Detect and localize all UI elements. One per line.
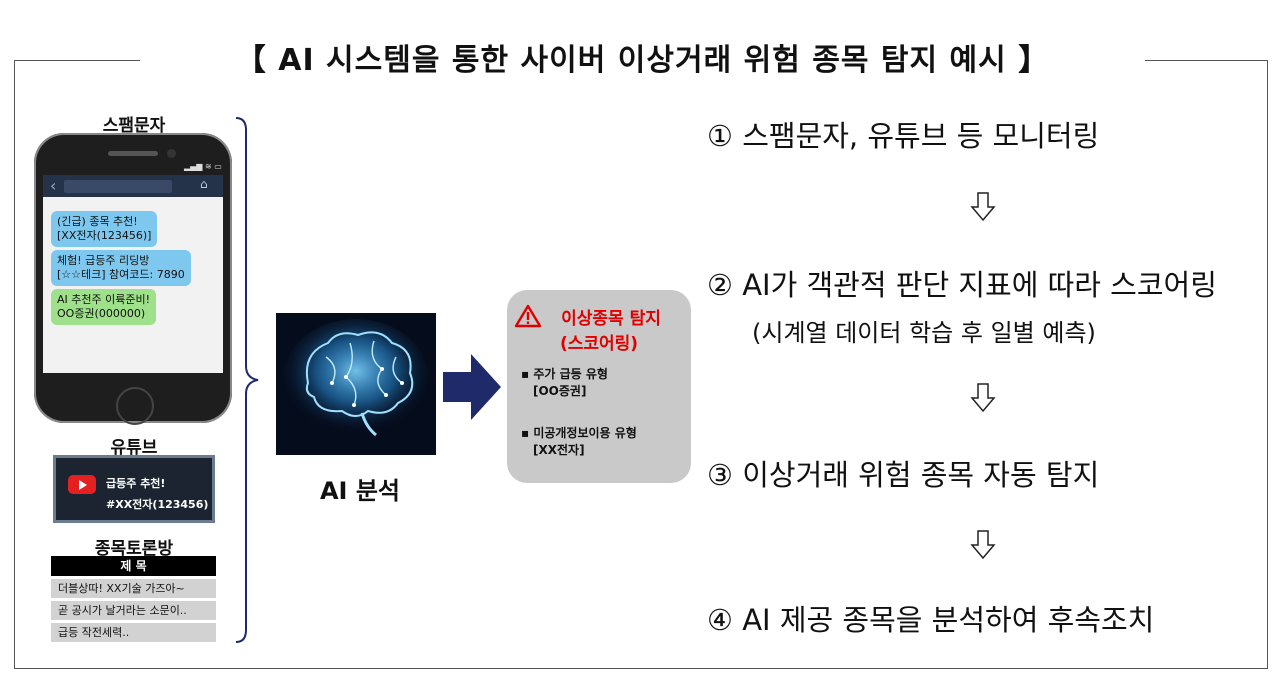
detection-item-example: [XX전자]	[533, 443, 585, 457]
phone-speaker	[108, 151, 158, 156]
sms-line: 체험! 급등주 리딩방	[57, 254, 150, 267]
detection-title: 이상종목 탐지	[561, 309, 661, 329]
step-1: ① 스팸문자, 유튜브 등 모니터링	[707, 119, 1100, 153]
phone-camera	[167, 149, 176, 158]
down-arrow-icon	[970, 383, 996, 413]
back-arrow-icon: ‹	[50, 176, 57, 195]
youtube-tag: #XX전자(123456)	[106, 498, 209, 511]
detection-item-example: [OO증권]	[533, 384, 587, 398]
forum-row: 더블상따! XX기술 가즈아~	[51, 579, 216, 598]
phone-mockup: ▂▄▆ ≋ ▭ ‹ ⌂ (긴급) 종목 추천! [XX전자(123456)] 체…	[34, 133, 232, 425]
ai-brain-image	[276, 313, 436, 455]
youtube-play-icon	[68, 475, 96, 494]
flow-arrow-icon	[443, 354, 501, 420]
down-arrow-icon	[970, 530, 996, 560]
down-arrow-icon	[970, 192, 996, 222]
detection-item: ▪ 주가 급등 유형 [OO증권]	[521, 367, 608, 398]
bracket-icon	[235, 117, 259, 643]
menu-icon: ⌂	[200, 177, 208, 191]
sms-line: AI 추천주 이륙준비!	[57, 293, 151, 306]
sms-line: [XX전자(123456)]	[57, 229, 152, 242]
forum-row: 급등 작전세력..	[51, 623, 216, 642]
sms-line: OO증권(000000)	[57, 307, 146, 320]
sms-bubble: (긴급) 종목 추천! [XX전자(123456)]	[51, 211, 158, 247]
sms-line: [☆☆테크] 참여코드: 7890	[57, 268, 185, 281]
youtube-label: 유튜브	[110, 438, 158, 458]
sender-bar	[64, 180, 172, 193]
step-4: ④ AI 제공 종목을 분석하여 후속조치	[707, 603, 1155, 637]
forum-row: 곧 공시가 날거라는 소문이..	[51, 601, 216, 620]
ai-analysis-label: AI 분석	[319, 477, 401, 505]
forum-label: 종목토론방	[94, 539, 174, 559]
brain-icon	[276, 313, 436, 455]
forum-header: 제 목	[51, 556, 216, 576]
detection-subtitle: (스코어링)	[559, 334, 639, 354]
step-3: ③ 이상거래 위험 종목 자동 탐지	[707, 458, 1100, 492]
warning-icon	[514, 304, 542, 328]
page-title: 【 AI 시스템을 통한 사이버 이상거래 위험 종목 탐지 예시 】	[140, 36, 1145, 86]
detection-item: ▪ 미공개정보이용 유형 [XX전자]	[521, 426, 637, 457]
signal-icon: ▂▄▆ ≋ ▭	[184, 162, 222, 171]
youtube-card: 급등주 추천! #XX전자(123456)	[53, 455, 215, 523]
detection-item-type: 미공개정보이용 유형	[533, 426, 637, 440]
home-button	[116, 387, 154, 425]
step-2: ② AI가 객관적 판단 지표에 따라 스코어링	[707, 268, 1217, 302]
sms-bubble: AI 추천주 이륙준비! OO증권(000000)	[51, 289, 157, 325]
youtube-title: 급등주 추천!	[106, 477, 166, 490]
forum-table: 제 목 더블상따! XX기술 가즈아~ 곧 공시가 날거라는 소문이.. 급등 …	[51, 556, 216, 642]
detection-panel: 이상종목 탐지 (스코어링) ▪ 주가 급등 유형 [OO증권] ▪ 미공개정보…	[507, 290, 691, 483]
step-2-sub: (시계열 데이터 학습 후 일별 예측)	[752, 319, 1096, 347]
sms-line: (긴급) 종목 추천!	[57, 215, 138, 228]
detection-item-type: 주가 급등 유형	[533, 367, 608, 381]
sms-bubble: 체험! 급등주 리딩방 [☆☆테크] 참여코드: 7890	[51, 250, 191, 286]
sms-label: 스팸문자	[102, 116, 166, 136]
